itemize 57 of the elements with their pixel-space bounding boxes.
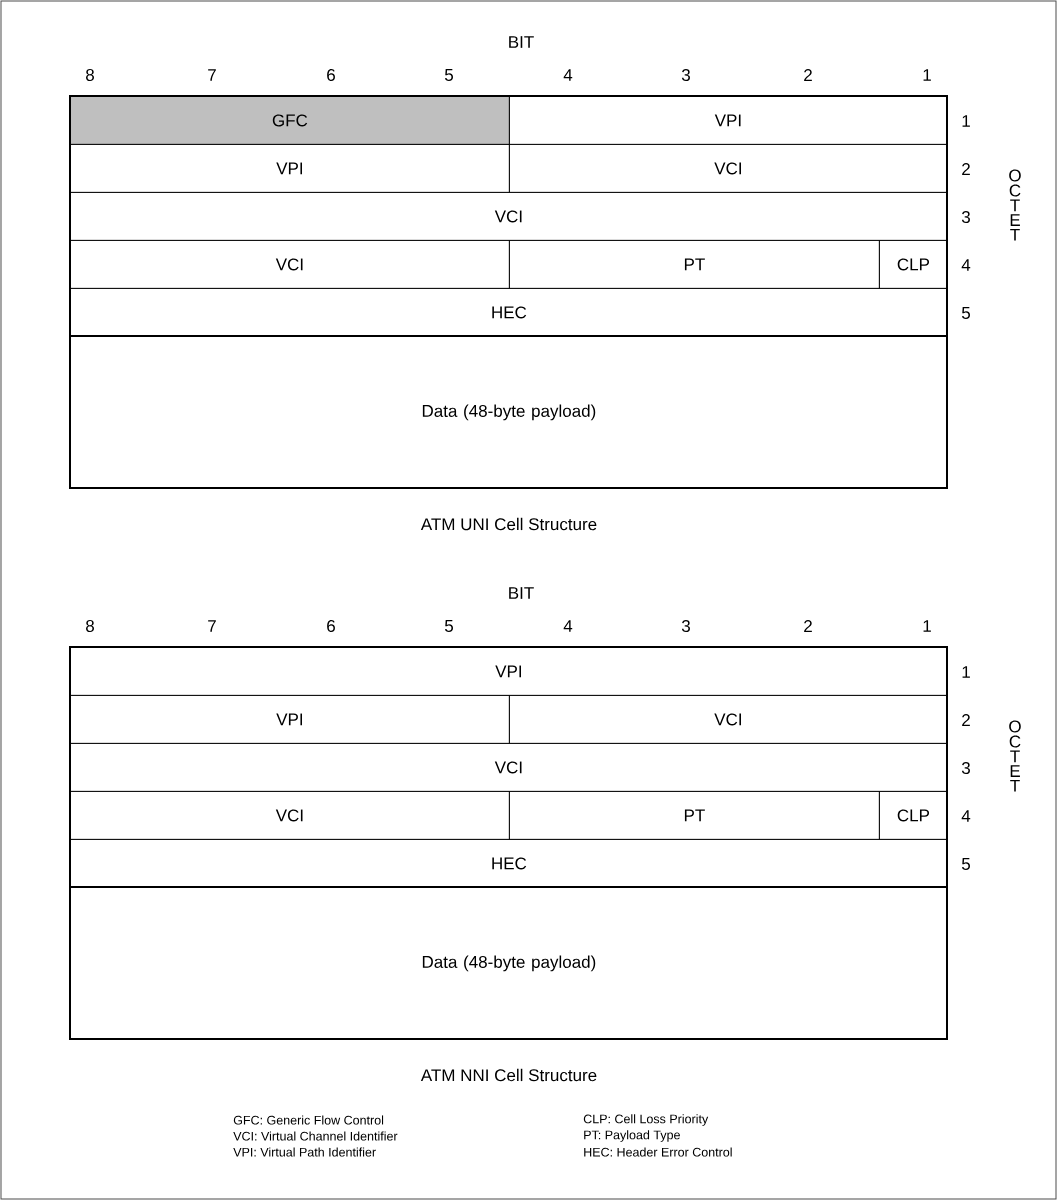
field-cell: VCI: [70, 192, 948, 241]
field-cell: VPI: [70, 695, 510, 744]
octet-number: 1: [962, 666, 970, 678]
caption: ATM NNI Cell Structure: [420, 1068, 597, 1082]
octet-number: 3: [961, 211, 970, 224]
bit-number: 4: [563, 69, 573, 81]
field-cell: PT: [509, 791, 880, 840]
field-cell: CLP: [879, 791, 948, 840]
bit-number: 4: [563, 620, 573, 632]
field-cell: VCI: [509, 695, 948, 744]
field-cell: VPI: [70, 144, 510, 193]
octet-heading: OCTET: [1009, 169, 1021, 241]
node-label: VPI: [495, 665, 522, 678]
bit-number: 2: [804, 620, 812, 632]
octet-number: 2: [962, 714, 970, 726]
node-label: Data (48-byte payload): [422, 404, 596, 421]
legend-entry: PT: Payload Type: [584, 1130, 680, 1142]
legend-entry: HEC: Header Error Control: [584, 1147, 732, 1157]
octet-number: 5: [961, 858, 970, 870]
octet-number: 1: [962, 115, 970, 127]
caption: ATM UNI Cell Structure: [420, 517, 597, 531]
octet-number: 2: [962, 163, 970, 175]
octet-number: 4: [961, 810, 971, 822]
legend-entry: GFC: Generic Flow Control: [233, 1115, 384, 1125]
field-cell: VCI: [70, 791, 510, 840]
field-cell: VCI: [70, 743, 948, 792]
bit-number: 5: [444, 69, 453, 81]
bit-number: 2: [804, 69, 812, 81]
octet-number: 5: [961, 307, 970, 319]
legend-entry: VPI: Virtual Path Identifier: [233, 1147, 376, 1157]
field-cell: CLP: [879, 240, 948, 289]
node-label: Data (48-byte payload): [422, 955, 596, 972]
bit-number: 8: [86, 620, 94, 633]
octet-heading: OCTET: [1009, 720, 1021, 792]
field-cell: VPI: [509, 96, 948, 145]
bit-number: 1: [923, 69, 931, 81]
field-cell: GFC: [70, 96, 510, 145]
field-cell: VCI: [509, 144, 948, 193]
legend-entry: VCI: Virtual Channel Identifier: [233, 1131, 398, 1141]
bit-number: 6: [327, 69, 335, 82]
field-cell: PT: [509, 240, 880, 289]
bit-number: 5: [444, 620, 453, 632]
bit-heading: BIT: [509, 587, 534, 599]
bit-number: 1: [923, 620, 931, 632]
bit-heading: BIT: [509, 36, 534, 48]
legend-entry: CLP: Cell Loss Priority: [583, 1114, 709, 1126]
field-cell: HEC: [70, 288, 948, 337]
bit-number: 6: [327, 620, 335, 633]
bit-number: 7: [208, 69, 216, 81]
bit-number: 3: [681, 69, 690, 82]
octet-number: 4: [961, 259, 971, 271]
octet-number: 3: [961, 762, 970, 775]
bit-number: 3: [681, 620, 690, 633]
bit-number: 8: [86, 69, 94, 82]
field-cell: VCI: [70, 240, 510, 289]
bit-number: 7: [208, 620, 216, 632]
field-cell: HEC: [70, 839, 948, 888]
